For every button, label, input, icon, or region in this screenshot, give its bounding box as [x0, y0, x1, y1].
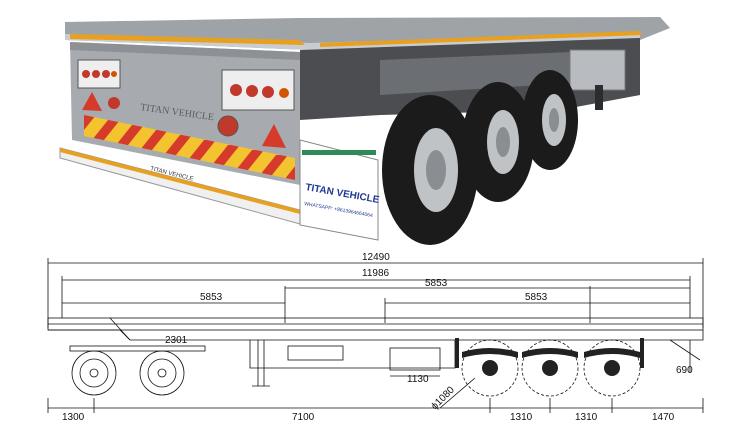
warning-triangle-left: [82, 92, 102, 111]
dim-tank-width: 1130: [407, 374, 429, 385]
rear-light-right: [221, 69, 295, 111]
drawing-wheel-rear-1: [461, 339, 519, 397]
drawing-suspension: [455, 338, 644, 376]
dim-segment-right: 5853: [525, 292, 548, 303]
tires: [382, 70, 578, 245]
technical-drawing: 12490 11986 5853 5853 5853 2301 1130 690…: [47, 252, 704, 421]
trailer-photo: TITAN VEHICLE TITAN VEHICLE TITAN VEHICL…: [59, 17, 670, 245]
dim-bottom-kingpin: 7100: [292, 412, 315, 421]
dim-deck-length: 11986: [362, 268, 390, 279]
landing-leg: [595, 85, 603, 110]
dim-rear-overhang: 1470: [652, 412, 675, 421]
drawing-wheel-front-1: [71, 350, 117, 396]
warning-triangle-right: [262, 124, 286, 148]
drawing-wheel-front-2: [139, 350, 185, 396]
dim-frame-height: 690: [676, 365, 693, 376]
reflective-stripe-top: [70, 34, 305, 45]
dim-axle-spacing-1: 1310: [510, 412, 533, 421]
drawing-tank: [287, 345, 344, 361]
drawing-wheel-rear-2: [521, 339, 579, 397]
rear-light-left: [77, 59, 121, 89]
side-toolbox: [569, 49, 626, 91]
dim-overall-length: 12490: [362, 252, 390, 263]
dim-segment-mid: 5853: [425, 278, 448, 289]
dim-segment-left: 5853: [200, 292, 223, 303]
dim-bottom-left: 1300: [62, 412, 85, 421]
mudflap-plate: TITAN VEHICLE WHATSAPP: +8613964664064: [299, 139, 380, 241]
dim-small: 2301: [165, 335, 188, 346]
dim-axle-spacing-2: 1310: [575, 412, 598, 421]
